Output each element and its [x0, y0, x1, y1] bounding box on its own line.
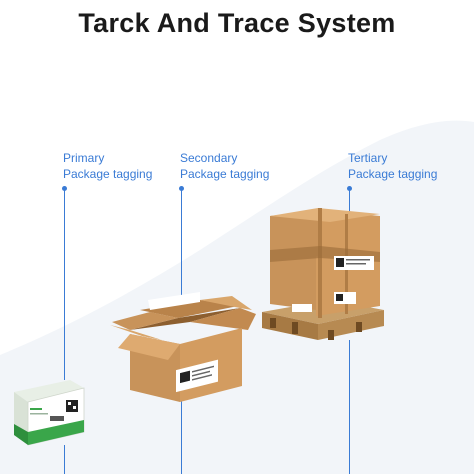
open-carton-icon	[110, 292, 256, 402]
stage-secondary-dot	[179, 186, 184, 191]
stage-secondary-line2: Package tagging	[180, 167, 270, 181]
stage-secondary-line1: Secondary	[180, 151, 238, 165]
product-box-icon	[14, 380, 85, 446]
stage-tertiary-line2: Package tagging	[348, 167, 438, 181]
stage-primary-line-bottom	[64, 445, 65, 474]
stage-tertiary-line1: Tertiary	[348, 151, 388, 165]
stage-primary-line2: Package tagging	[63, 167, 153, 181]
stage-label-primary: Primary Package tagging	[63, 150, 152, 182]
stage-tertiary-line	[349, 190, 350, 212]
stage-label-secondary: Secondary Package tagging	[180, 150, 269, 182]
stage-secondary-line	[181, 190, 182, 310]
stage-primary-line	[64, 190, 65, 380]
stage-primary-dot	[62, 186, 67, 191]
stage-primary-line1: Primary	[63, 151, 105, 165]
page-title: Tarck And Trace System	[78, 8, 396, 38]
pallet-icon	[262, 208, 384, 340]
stage-secondary-line-bottom	[181, 395, 182, 474]
stage-tertiary-line-bottom	[349, 340, 350, 474]
stage-tertiary-dot	[347, 186, 352, 191]
stage-label-tertiary: Tertiary Package tagging	[348, 150, 437, 182]
